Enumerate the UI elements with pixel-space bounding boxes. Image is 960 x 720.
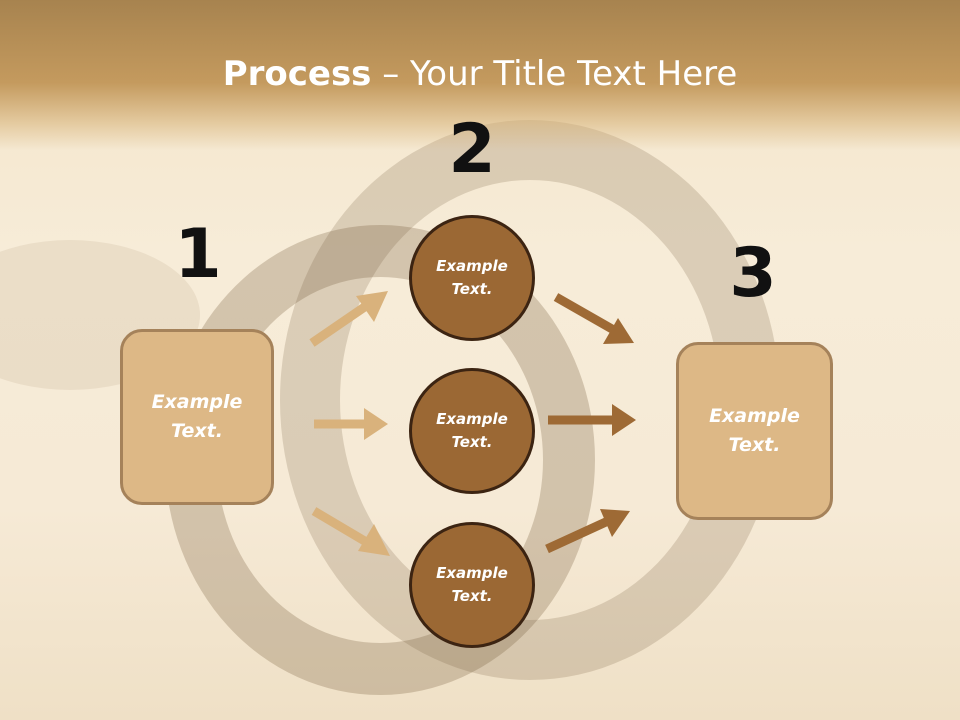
title-rest: – Your Title Text Here bbox=[371, 54, 738, 94]
step-number-1: 1 bbox=[174, 215, 222, 294]
arrow-bottom-to-3 bbox=[545, 509, 630, 554]
step-box-3: Example Text. bbox=[676, 342, 833, 520]
circle-top-label: Example Text. bbox=[436, 257, 508, 298]
circle-top: Example Text. bbox=[409, 215, 535, 341]
circle-middle-label: Example Text. bbox=[436, 410, 508, 451]
step-box-3-label: Example Text. bbox=[709, 405, 800, 456]
title-bold: Process bbox=[222, 54, 372, 94]
circle-bottom-label: Example Text. bbox=[436, 564, 508, 605]
title-band bbox=[0, 0, 960, 150]
arrow-1-to-top bbox=[309, 291, 388, 347]
step-number-2: 2 bbox=[448, 110, 496, 189]
step-box-1: Example Text. bbox=[120, 329, 274, 505]
arrow-1-to-bottom bbox=[311, 507, 390, 556]
circle-middle: Example Text. bbox=[409, 368, 535, 494]
arrow-1-to-middle bbox=[314, 408, 388, 440]
page-title: Process – Your Title Text Here bbox=[0, 52, 960, 96]
step-box-1-label: Example Text. bbox=[151, 391, 243, 442]
circle-bottom: Example Text. bbox=[409, 522, 535, 648]
step-number-3: 3 bbox=[729, 234, 777, 313]
arrow-top-to-3 bbox=[553, 293, 634, 344]
arrow-middle-to-3 bbox=[548, 404, 636, 436]
